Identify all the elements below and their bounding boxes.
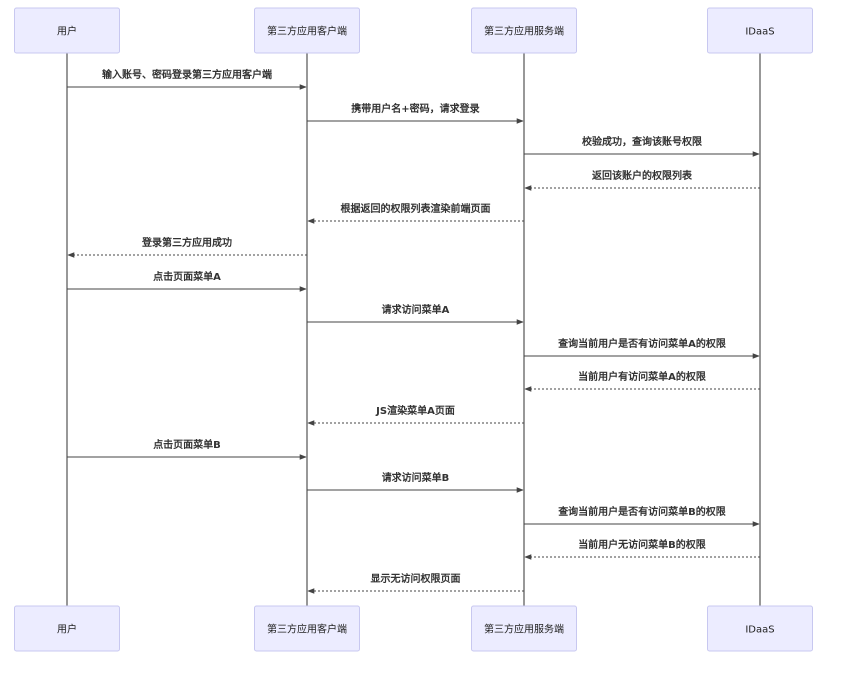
actor-server-top: 第三方应用服务端: [471, 7, 577, 54]
actor-idaas-top: IDaaS: [707, 7, 813, 54]
actor-box: [254, 605, 360, 652]
actor-box: [707, 605, 813, 652]
actor-box: [471, 605, 577, 652]
message-13: 请求访问菜单B: [307, 471, 524, 493]
actor-user-top: 用户: [14, 7, 120, 54]
message-4: 返回该账户的权限列表: [524, 169, 760, 191]
message-3: 校验成功，查询该账号权限: [524, 135, 760, 157]
actor-client-top: 第三方应用客户端: [254, 7, 360, 54]
message-label: JS渲染菜单A页面: [375, 404, 455, 417]
messages: 输入账号、密码登录第三方应用客户端携带用户名+密码，请求登录校验成功，查询该账号…: [67, 68, 760, 594]
actor-label: 用户: [57, 623, 77, 636]
actor-label: 第三方应用客户端: [267, 25, 347, 38]
message-label: 点击页面菜单B: [153, 438, 221, 451]
message-label: 请求访问菜单B: [382, 471, 450, 484]
message-label: 查询当前用户是否有访问菜单B的权限: [557, 505, 727, 518]
actor-label: IDaaS: [745, 27, 774, 38]
actor-box: [14, 7, 120, 54]
message-6: 登录第三方应用成功: [67, 236, 307, 258]
actors-top: 用户 第三方应用客户端 第三方应用服务端 IDaaS: [14, 7, 813, 54]
message-label: 显示无访问权限页面: [371, 572, 461, 585]
message-label: 返回该账户的权限列表: [592, 169, 693, 182]
message-9: 查询当前用户是否有访问菜单A的权限: [524, 337, 760, 359]
message-5: 根据返回的权限列表渲染前端页面: [307, 202, 524, 224]
message-15: 当前用户无访问菜单B的权限: [524, 538, 760, 560]
message-label: 点击页面菜单A: [153, 270, 221, 283]
message-label: 请求访问菜单A: [382, 303, 450, 316]
message-16: 显示无访问权限页面: [307, 572, 524, 594]
lifelines: [66, 53, 761, 606]
actor-label: 第三方应用客户端: [267, 623, 347, 636]
message-10: 当前用户有访问菜单A的权限: [524, 370, 760, 392]
message-label: 输入账号、密码登录第三方应用客户端: [102, 68, 272, 81]
actor-label: IDaaS: [745, 625, 774, 636]
message-label: 当前用户有访问菜单A的权限: [578, 370, 707, 383]
actor-box: [14, 605, 120, 652]
message-1: 输入账号、密码登录第三方应用客户端: [67, 68, 307, 90]
message-label: 查询当前用户是否有访问菜单A的权限: [557, 337, 727, 350]
actor-box: [707, 7, 813, 54]
message-label: 当前用户无访问菜单B的权限: [578, 538, 707, 551]
actor-label: 第三方应用服务端: [484, 25, 564, 38]
message-label: 登录第三方应用成功: [141, 236, 232, 249]
message-label: 校验成功，查询该账号权限: [582, 135, 703, 148]
actor-client-bottom: 第三方应用客户端: [254, 605, 360, 652]
message-label: 携带用户名+密码，请求登录: [351, 102, 479, 115]
actor-server-bottom: 第三方应用服务端: [471, 605, 577, 652]
message-2: 携带用户名+密码，请求登录: [307, 102, 524, 124]
actors-bottom: 用户 第三方应用客户端 第三方应用服务端 IDaaS: [14, 605, 813, 652]
message-7: 点击页面菜单A: [67, 270, 307, 292]
actor-label: 第三方应用服务端: [484, 623, 564, 636]
message-8: 请求访问菜单A: [307, 303, 524, 325]
actor-idaas-bottom: IDaaS: [707, 605, 813, 652]
message-11: JS渲染菜单A页面: [307, 404, 524, 426]
message-label: 根据返回的权限列表渲染前端页面: [341, 202, 491, 215]
actor-box: [254, 7, 360, 54]
message-12: 点击页面菜单B: [67, 438, 307, 460]
actor-label: 用户: [57, 25, 77, 38]
actor-user-bottom: 用户: [14, 605, 120, 652]
actor-box: [471, 7, 577, 54]
message-14: 查询当前用户是否有访问菜单B的权限: [524, 505, 760, 527]
